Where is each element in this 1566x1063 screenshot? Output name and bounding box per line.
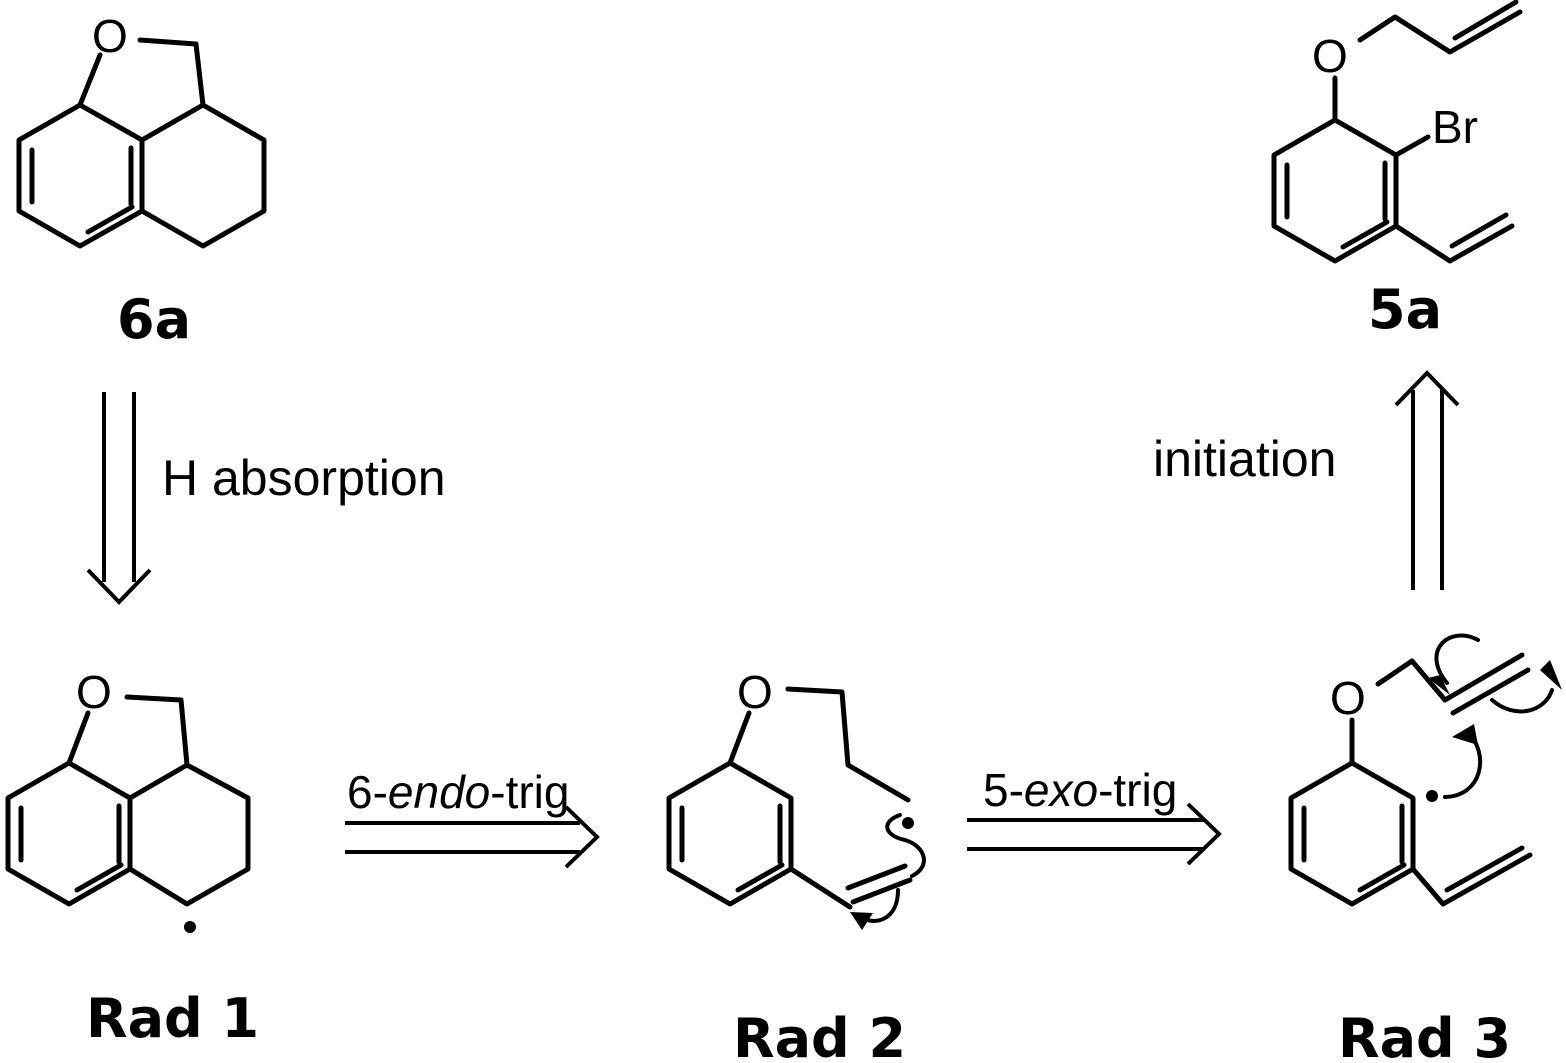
oxygen-atom-label: O [76,666,112,718]
initiation-arrow [1394,370,1460,590]
molecule-5a: O Br [1271,0,1523,264]
oxygen-atom-label: O [92,10,128,62]
compound-label-5a: 5a [1368,278,1442,341]
initiation-label: initiation [1153,431,1336,487]
h-absorption-label: H absorption [162,450,446,506]
curly-arrow [1490,688,1554,714]
h-absorption-arrow [86,392,152,605]
arrowhead [1540,660,1562,690]
molecule-rad3: O [1288,633,1562,907]
exo-trig-label: 5-exo-trig [983,764,1177,816]
endo-trig-label: 6-endo-trig [347,766,569,818]
curly-arrow [1434,633,1480,685]
compound-label-rad3: Rad 3 [1338,1007,1511,1063]
compound-label-rad2: Rad 2 [733,1007,906,1063]
molecule-rad1: O [5,666,251,933]
compound-label-rad1: Rad 1 [86,987,259,1050]
arrowhead [1428,675,1450,695]
oxygen-atom-label: O [1330,672,1366,724]
radical-dot [184,921,196,933]
arrowhead [1452,724,1478,745]
endo-trig-arrow [345,805,600,869]
bromine-atom-label: Br [1432,101,1478,153]
curly-arrow [885,813,926,878]
arrowhead [850,912,873,930]
oxygen-atom-label: O [737,666,773,718]
molecule-6a: O [16,10,267,249]
molecule-rad2: O [666,666,926,930]
oxygen-atom-label: O [1312,30,1348,82]
exo-trig-arrow [967,802,1222,866]
radical-dot [902,817,914,829]
radical-dot [1426,790,1438,802]
compound-label-6a: 6a [117,288,191,351]
